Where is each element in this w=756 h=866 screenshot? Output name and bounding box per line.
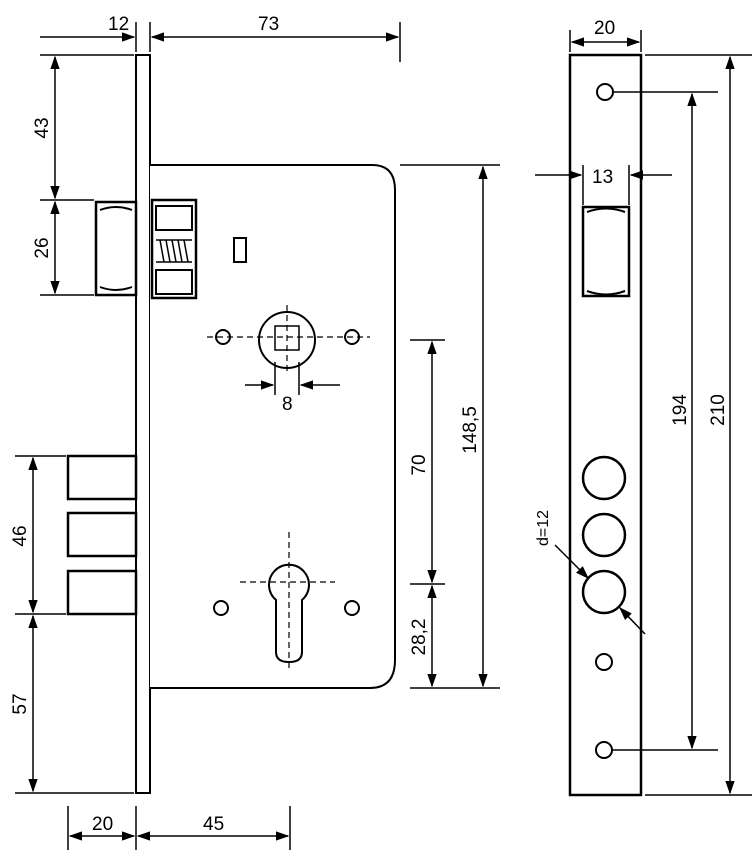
dim-spindle-to-cylinder: 70 (409, 454, 430, 475)
dim-cylinder-to-bottom: 28,2 (409, 619, 430, 656)
dimension-labels: 12 73 43 26 8 70 28,2 148,5 46 57 20 45 … (10, 14, 729, 835)
faceplate-side (135, 54, 151, 794)
cylinder-mount-hole-right (344, 600, 360, 616)
lock-case (150, 164, 396, 689)
dim-faceplate-thickness: 12 (108, 14, 129, 35)
deadbolt-3 (66, 569, 138, 616)
center-lines (207, 305, 370, 672)
dim-backset: 45 (203, 814, 224, 835)
bolt-hole-2 (581, 512, 627, 558)
dim-faceplate-length: 210 (708, 394, 729, 426)
screw-hole-middle (595, 653, 613, 671)
dim-body-height: 148,5 (460, 406, 481, 454)
faceplate-front-view (568, 53, 643, 797)
dim-opening-width: 13 (592, 167, 613, 188)
dim-latch-offset: 43 (32, 117, 53, 138)
dim-bolt-span: 46 (10, 525, 31, 546)
latch-opening (581, 205, 631, 298)
side-dimensions (15, 22, 500, 850)
dim-spindle-size: 8 (282, 394, 293, 415)
deadbolt-2 (66, 511, 138, 558)
latch-spring (156, 239, 192, 263)
faceplate-front (568, 53, 643, 797)
cylinder-mount-hole-left (213, 600, 229, 616)
screw-hole-top (596, 83, 614, 101)
dim-bottom-faceplate: 20 (92, 814, 113, 835)
dim-bolt-to-bottom: 57 (10, 693, 31, 714)
dim-bolt-hole-diameter: d=12 (535, 510, 552, 546)
dim-body-depth: 73 (258, 14, 279, 35)
slot-window (233, 237, 247, 263)
deadbolt-1 (66, 454, 138, 501)
lock-side-view (66, 54, 396, 794)
dim-faceplate-width: 20 (594, 18, 615, 39)
screw-hole-bottom (595, 741, 613, 759)
front-dimensions (535, 30, 752, 796)
dim-latch-height: 26 (32, 237, 53, 258)
dim-hole-pitch: 194 (670, 394, 691, 426)
latch-bolt (94, 200, 138, 297)
bolt-hole-3 (581, 569, 627, 615)
bolt-hole-1 (581, 455, 627, 501)
